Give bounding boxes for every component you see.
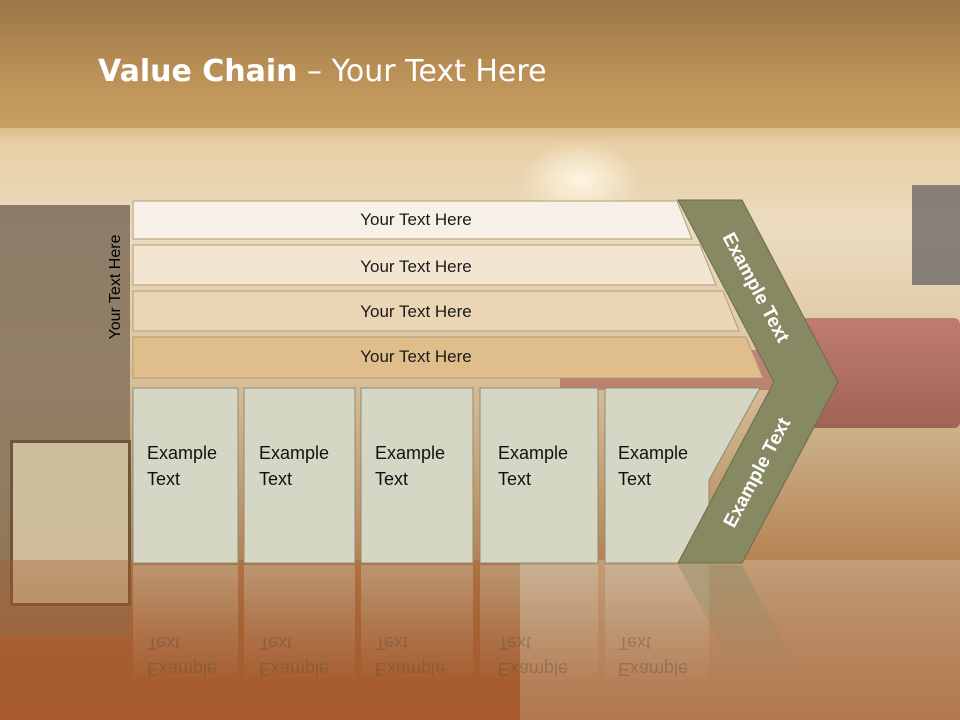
activity-box-2[interactable] [243,387,356,564]
title-bold-part: Value Chain [98,54,298,89]
bar-2-label: Your Text Here [360,257,472,276]
activity-box-1-reflection [133,565,238,685]
title-band [0,0,960,128]
reflection-line2: Text [618,633,652,653]
reflection-line1: Example [147,659,218,679]
activity-box-2-line2: Text [259,469,293,489]
bar-3[interactable] [132,290,740,332]
activity-box-4-reflection [480,565,598,685]
activity-box-4-line2: Text [498,469,532,489]
bars-group: Your Text Here Your Text Here Your Text … [132,200,764,379]
activity-box-1-reflection-text: Example Text [147,630,237,682]
chevron-reflection [678,565,810,690]
reflection-line1: Example [498,659,569,679]
slide-title[interactable]: Value Chain – Your Text Here [98,54,547,89]
activity-box-5-line1: Example [618,443,689,463]
activity-box-2-reflection [244,565,355,685]
activity-box-4-line1: Example [498,443,569,463]
activity-box-2-line1: Example [259,443,330,463]
reflection-line1: Example [259,659,330,679]
activity-box-3-line1: Example [375,443,446,463]
activity-box-5-line2: Text [618,469,652,489]
bar-4-label: Your Text Here [360,347,472,366]
activity-box-2-reflection-text: Example Text [259,630,349,682]
activity-box-5-text: Example Text [618,440,708,492]
bar-1-label: Your Text Here [360,210,472,229]
title-rest-part: – Your Text Here [297,54,547,89]
reflection-line1: Example [618,659,689,679]
bar-4[interactable] [132,336,764,379]
activity-box-1-text: Example Text [147,440,237,492]
activity-box-3-text: Example Text [375,440,465,492]
activity-box-1-line1: Example [147,443,218,463]
chevron-shape[interactable] [677,199,839,564]
reflection-line2: Text [498,633,532,653]
bar-1[interactable] [132,200,693,240]
activity-box-2-text: Example Text [259,440,349,492]
background-picture-frame [912,185,960,285]
activity-box-4-text: Example Text [498,440,588,492]
activity-box-3-line2: Text [375,469,409,489]
boxes-group [132,387,761,685]
activity-box-3-reflection-text: Example Text [375,630,465,682]
activity-box-4[interactable] [479,387,599,564]
activity-box-1-line2: Text [147,469,181,489]
bar-2[interactable] [132,244,717,286]
activity-box-1[interactable] [132,387,239,564]
activity-box-5-reflection-text: Example Text [618,630,708,682]
activity-box-3[interactable] [360,387,474,564]
activity-box-3-reflection [361,565,473,685]
reflection-line1: Example [375,659,446,679]
reflection-line2: Text [375,633,409,653]
reflection-line2: Text [259,633,293,653]
reflection-line2: Text [147,633,181,653]
activity-box-4-reflection-text: Example Text [498,630,588,682]
bar-3-label: Your Text Here [360,302,472,321]
